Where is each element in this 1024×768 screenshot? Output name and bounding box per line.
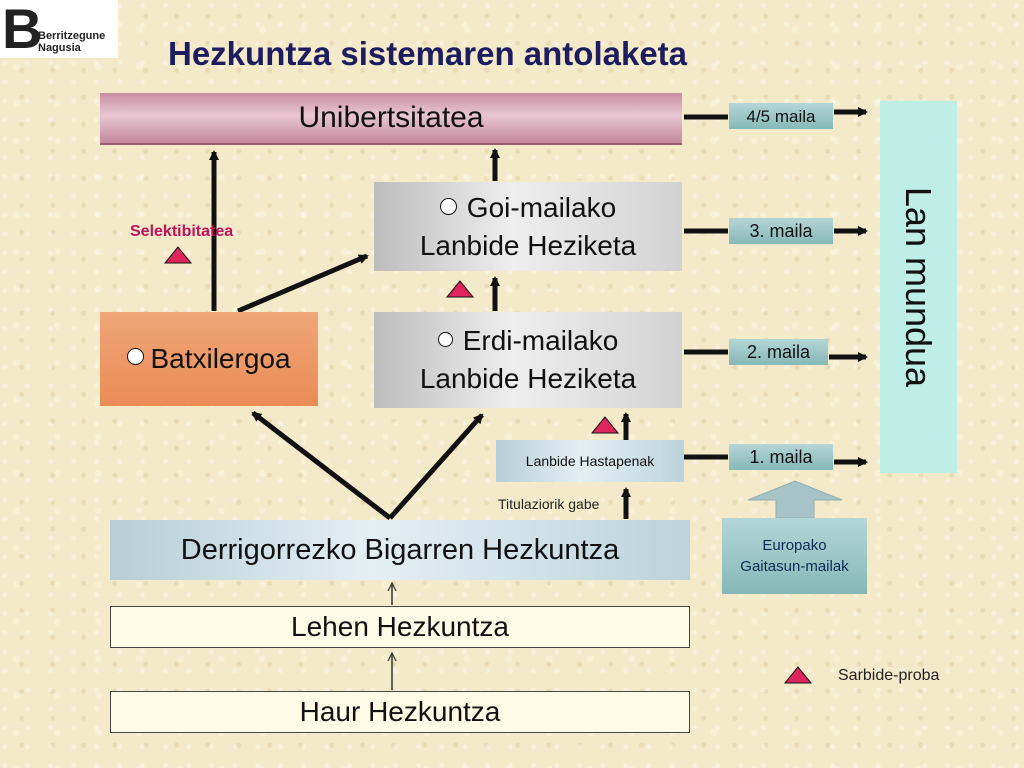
node-haur-hezkuntza: Haur Hezkuntza xyxy=(110,691,690,733)
node-goi-mailako-lanbide-heziketa: Goi-mailako Lanbide Heziketa xyxy=(374,182,682,271)
arrow-batxilergoa-to-goi xyxy=(237,253,369,314)
node-europako-gaitasun-mailak: Europako Gaitasun-mailak xyxy=(722,518,867,594)
logo-line-2: Nagusia xyxy=(38,42,81,54)
node-label-line-1: Goi-mailako xyxy=(466,191,617,223)
node-label: Lan mundua xyxy=(898,186,939,388)
node-label: Lehen Hezkuntza xyxy=(291,611,509,642)
access-exam-triangle-goi xyxy=(445,280,475,298)
access-exam-triangle-selektibitatea xyxy=(163,246,193,264)
logo-text: Berritzegune Nagusia xyxy=(38,30,118,54)
node-label-line-2: Lanbide Heziketa xyxy=(419,229,637,261)
node-batxilergoa: Batxilergoa xyxy=(100,312,318,406)
arrow-dbh-to-batxilergoa xyxy=(251,411,392,520)
access-exam-triangle-erdi xyxy=(590,416,620,434)
selektibitatea-label: Selektibitatea xyxy=(130,223,234,240)
logo-mark: B xyxy=(2,0,43,60)
node-lan-mundua: Lan mundua xyxy=(880,101,957,473)
node-label: Haur Hezkuntza xyxy=(299,696,501,727)
level-label: 3. maila xyxy=(749,220,813,241)
level-box-2: 2. maila xyxy=(729,339,828,365)
level-box-4-5: 4/5 maila xyxy=(729,103,833,129)
node-erdi-mailako-lanbide-heziketa: Erdi-mailako Lanbide Heziketa xyxy=(374,312,682,408)
level-box-1: 1. maila xyxy=(729,444,833,470)
bullet-circle-icon xyxy=(437,332,453,348)
logo: B Berritzegune Nagusia xyxy=(0,0,118,58)
logo-line-1: Berritzegune xyxy=(38,30,106,42)
node-unibertsitatea: Unibertsitatea xyxy=(100,93,682,145)
node-label: Unibertsitatea xyxy=(298,101,484,134)
node-label-line-2: Lanbide Heziketa xyxy=(419,363,637,394)
arrow-europako-to-level-1 xyxy=(747,480,843,519)
level-box-3: 3. maila xyxy=(729,218,833,244)
node-derrigorrezko-bigarren-hezkuntza: Derrigorrezko Bigarren Hezkuntza xyxy=(110,520,690,580)
bullet-circle-icon xyxy=(439,197,457,215)
node-label: Lanbide Hastapenak xyxy=(525,453,655,469)
node-label-line-1: Europako xyxy=(762,537,827,554)
page-title: Hezkuntza sistemaren antolaketa xyxy=(168,35,688,72)
node-label: Batxilergoa xyxy=(150,343,291,374)
node-lanbide-hastapenak: Lanbide Hastapenak xyxy=(496,440,684,482)
level-label: 4/5 maila xyxy=(746,107,816,126)
node-label-line-1: Erdi-mailako xyxy=(462,325,619,356)
level-label: 2. maila xyxy=(746,341,811,362)
titulaziorik-gabe-label: Titulaziorik gabe xyxy=(498,496,600,512)
node-label-line-2: Gaitasun-mailak xyxy=(740,558,849,575)
legend-sarbide-proba-label: Sarbide-proba xyxy=(838,667,940,684)
node-lehen-hezkuntza: Lehen Hezkuntza xyxy=(110,606,690,648)
bullet-circle-icon xyxy=(127,347,145,365)
node-label: Derrigorrezko Bigarren Hezkuntza xyxy=(180,533,620,566)
legend-triangle-icon xyxy=(783,666,813,684)
arrow-dbh-to-erdi xyxy=(388,413,484,520)
level-label: 1. maila xyxy=(749,446,813,467)
